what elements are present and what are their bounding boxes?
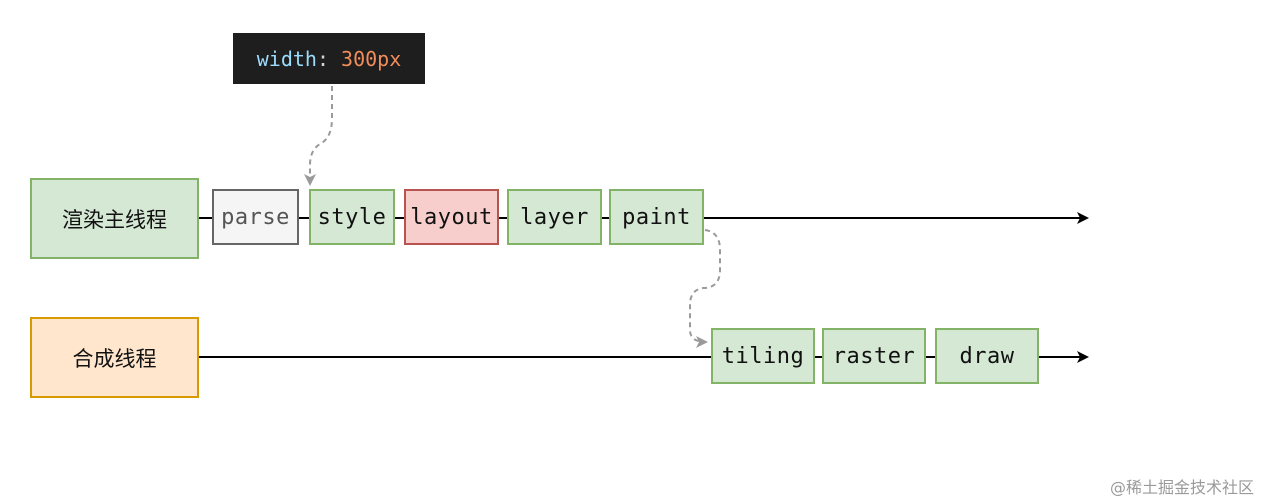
step-raster: raster (822, 328, 926, 384)
step-draw: draw (935, 328, 1039, 384)
css-code-tag: width: 300px (233, 33, 425, 84)
code-value: 300px (341, 46, 402, 71)
code-property: width (256, 46, 317, 71)
step-style: style (309, 189, 395, 245)
step-parse: parse (212, 189, 299, 245)
step-tiling: tiling (711, 328, 815, 384)
step-layout: layout (404, 189, 499, 245)
step-layer: layer (507, 189, 602, 245)
compositor-thread-label: 合成线程 (30, 317, 199, 398)
paint-to-tiling-arrow (689, 229, 721, 348)
step-paint: paint (609, 189, 704, 245)
code-colon: : (316, 46, 342, 71)
main-thread-label: 渲染主线程 (30, 178, 199, 259)
watermark: @稀土掘金技术社区 (1109, 478, 1254, 497)
code-to-style-arrow (304, 86, 333, 186)
